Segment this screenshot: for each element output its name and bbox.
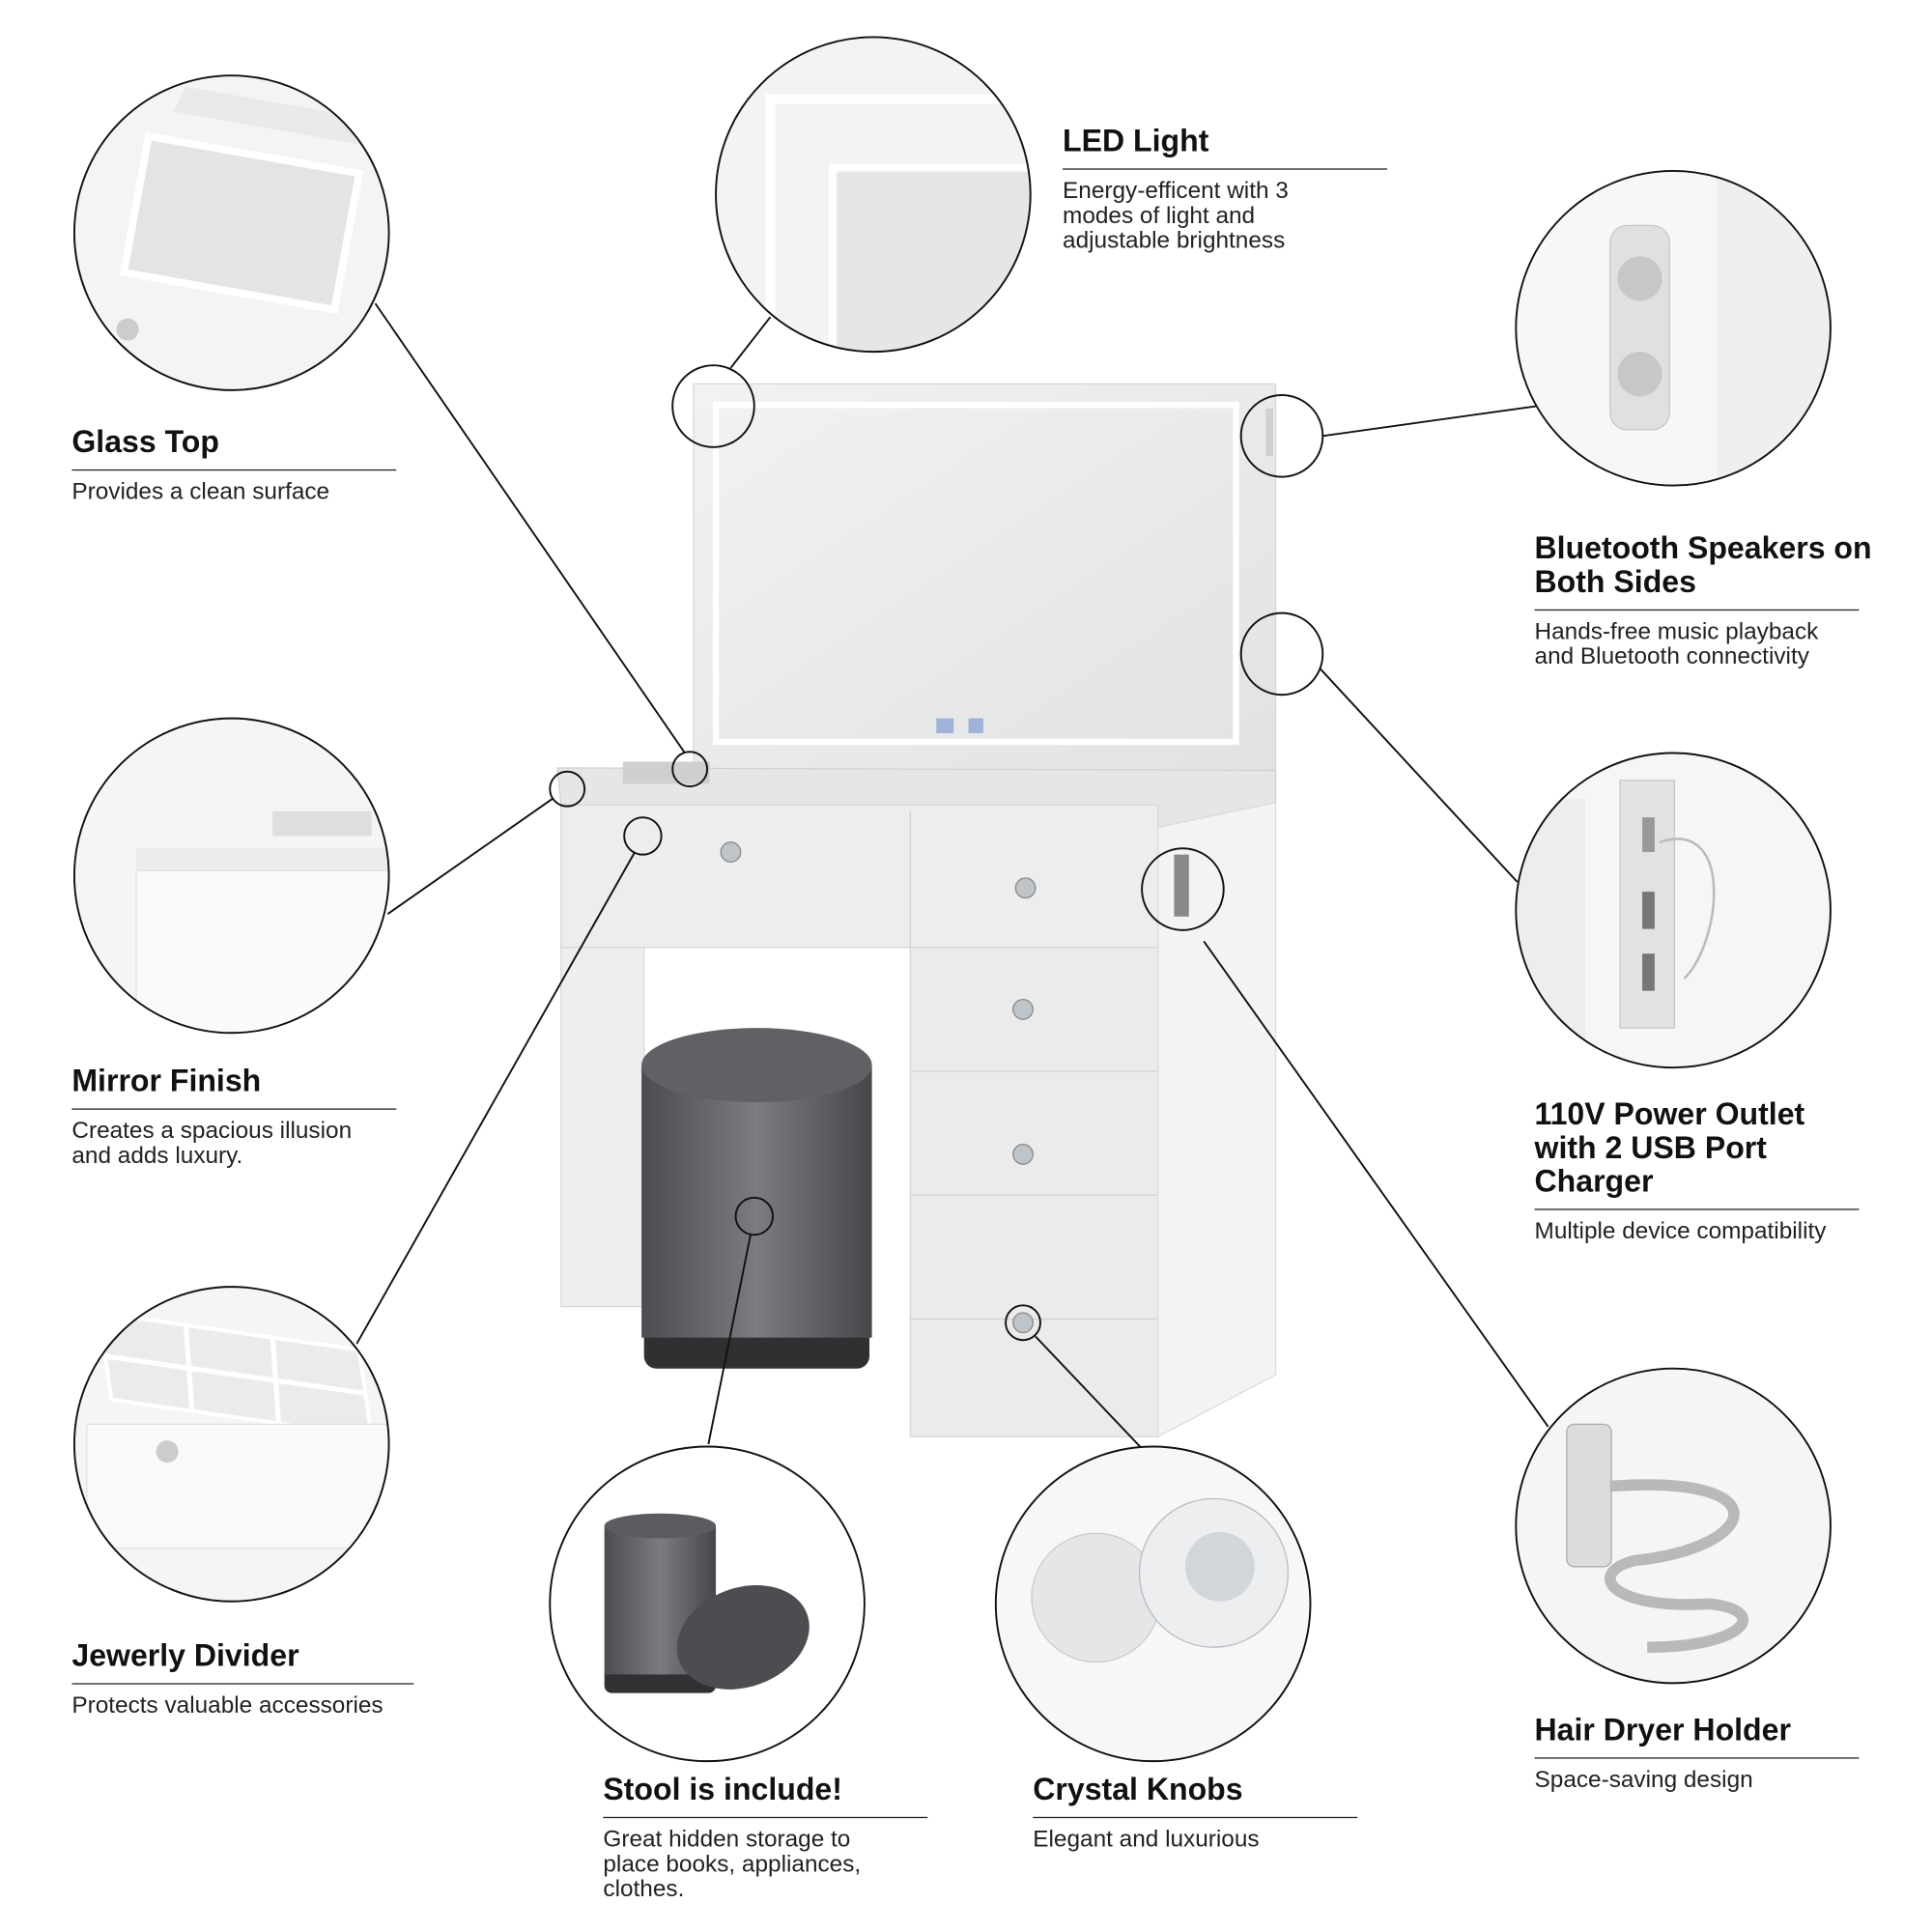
feature-desc: Elegant and luxurious	[1033, 1827, 1260, 1854]
vanity-mirror	[693, 383, 1277, 772]
feature-glass-top: Glass Top Provides a clean surface	[71, 425, 397, 506]
feature-bluetooth-speakers: Bluetooth Speakers on Both Sides Hands-f…	[1534, 532, 1872, 670]
feature-power-outlet: 110V Power Outlet with 2 USB Port Charge…	[1534, 1096, 1860, 1245]
feature-title: LED Light	[1063, 125, 1387, 170]
feature-desc: Provides a clean surface	[71, 479, 330, 506]
mirror-finish-detail	[73, 718, 389, 1034]
feature-title: 110V Power Outlet with 2 USB Port Charge…	[1534, 1096, 1805, 1200]
glass-top-detail	[73, 75, 389, 390]
feature-title: Glass Top	[71, 425, 397, 471]
feature-mirror-finish: Mirror Finish Creates a spacious illusio…	[71, 1065, 397, 1170]
leader-lines	[355, 302, 1549, 1460]
stool-detail	[550, 1446, 865, 1762]
feature-desc: Protects valuable accessories	[71, 1692, 384, 1719]
stool	[641, 1028, 872, 1369]
feature-title: Bluetooth Speakers on Both Sides	[1534, 531, 1872, 600]
hair-dryer-holder-detail	[1516, 1368, 1831, 1684]
feature-desc: Space-saving design	[1534, 1767, 1753, 1794]
feature-desc: Hands-free music playback and Bluetooth …	[1534, 619, 1819, 670]
feature-led-light: LED Light Energy-efficent with 3 modes o…	[1063, 125, 1387, 253]
speaker-detail	[1516, 170, 1831, 486]
feature-title: Hair Dryer Holder	[1534, 1714, 1860, 1759]
power-outlet-detail	[1516, 753, 1831, 1068]
feature-stool: Stool is include! Great hidden storage t…	[603, 1773, 928, 1903]
knob-icons	[720, 841, 1037, 1334]
feature-title: Mirror Finish	[71, 1065, 397, 1110]
feature-desc: Energy-efficent with 3 modes of light an…	[1063, 178, 1289, 254]
feature-title: Crystal Knobs	[1033, 1773, 1358, 1819]
feature-desc: Multiple device compatibility	[1534, 1218, 1827, 1245]
feature-desc: Creates a spacious illusion and adds lux…	[71, 1118, 353, 1170]
led-light-detail	[716, 37, 1031, 353]
crystal-knob-detail	[995, 1446, 1311, 1762]
feature-title: Jewerly Divider	[71, 1639, 414, 1685]
feature-title: Stool is include!	[603, 1773, 928, 1819]
feature-crystal-knobs: Crystal Knobs Elegant and luxurious	[1033, 1773, 1358, 1854]
feature-jewelry-divider: Jewerly Divider Protects valuable access…	[71, 1639, 414, 1719]
jewelry-divider-detail	[73, 1287, 389, 1602]
feature-desc: Great hidden storage to place books, app…	[603, 1827, 862, 1903]
feature-hair-dryer-holder: Hair Dryer Holder Space-saving design	[1534, 1714, 1860, 1794]
